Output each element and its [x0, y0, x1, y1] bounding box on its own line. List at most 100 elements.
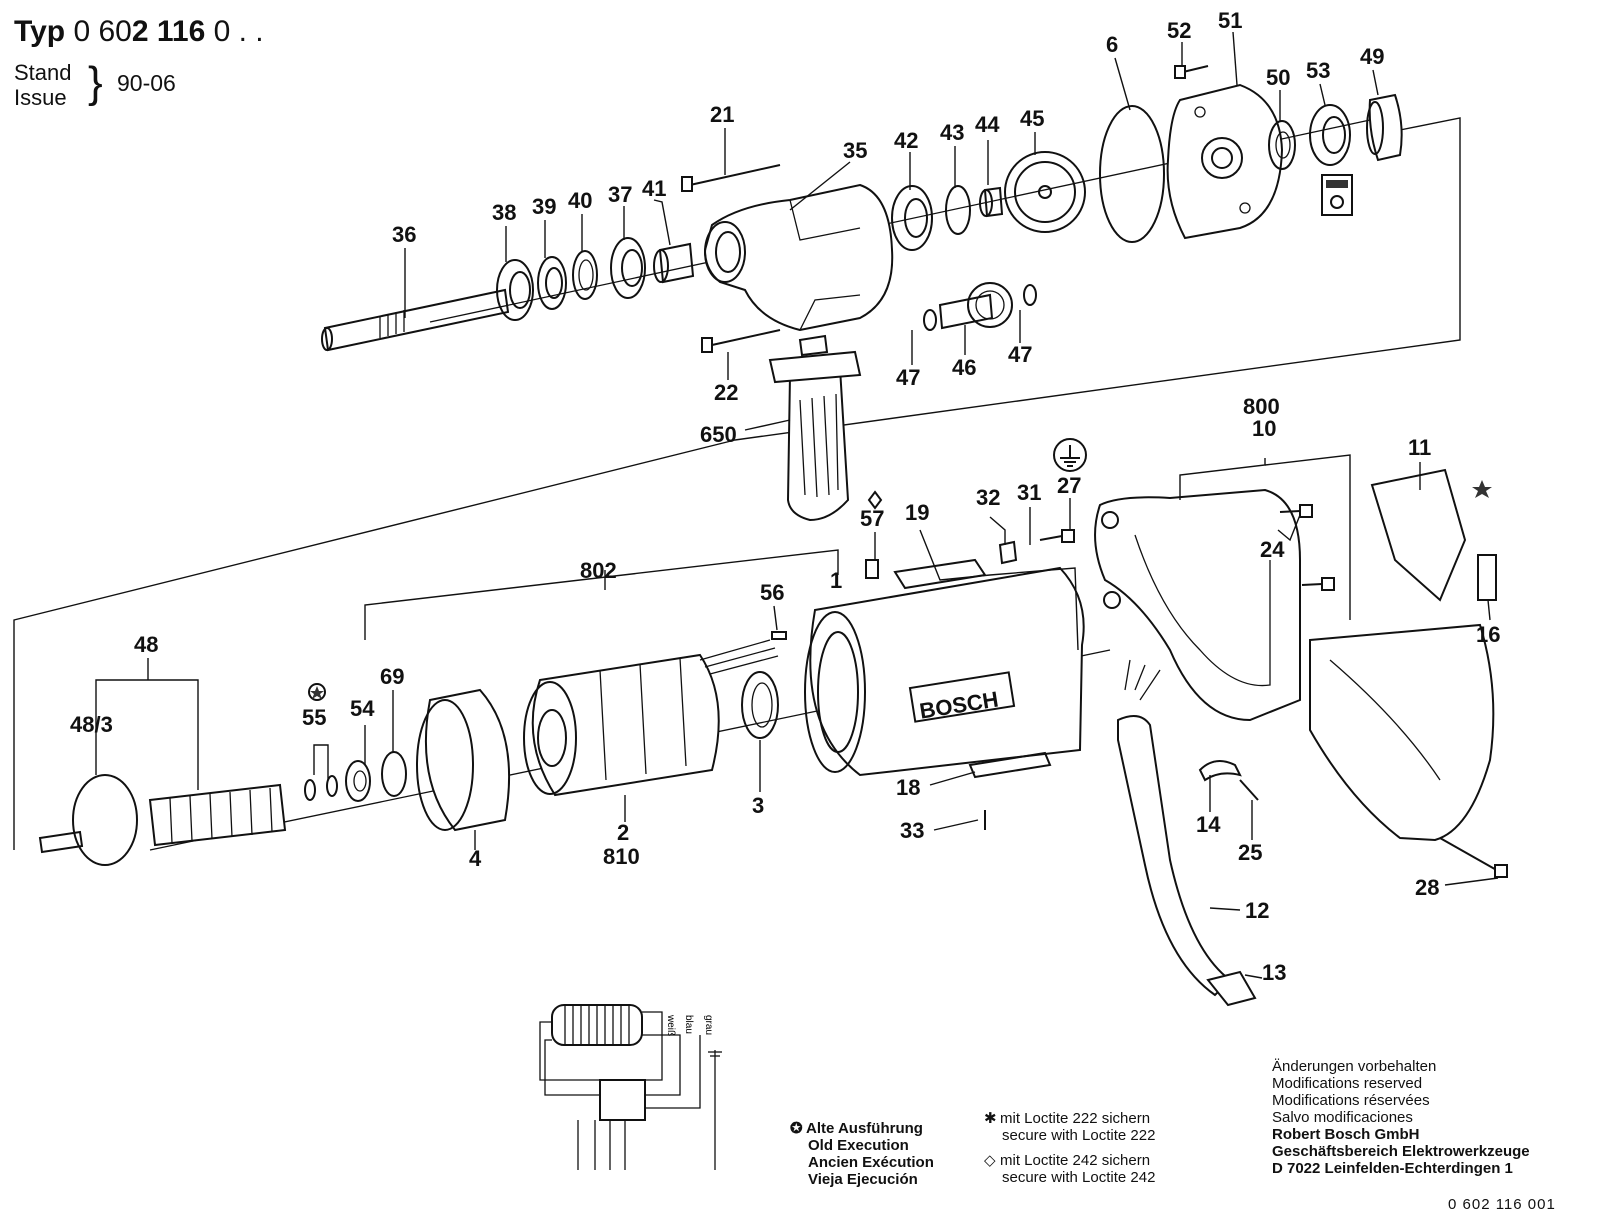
- label-800: 800: [1243, 394, 1280, 419]
- diamond-icon-57: [867, 490, 883, 510]
- screw-24a: [1279, 504, 1313, 518]
- company-name: Robert Bosch GmbH: [1272, 1126, 1420, 1143]
- clamp-14: [1198, 760, 1242, 782]
- label-650: 650: [700, 422, 737, 447]
- label-4: 4: [469, 846, 482, 871]
- old-execution-icon: ✪: [790, 1120, 803, 1137]
- side-handle: [768, 334, 862, 522]
- label-2: 2: [617, 820, 629, 845]
- pin-56: [771, 631, 787, 640]
- company-division: Geschäftsbereich Elektrowerkzeuge: [1272, 1143, 1530, 1160]
- typ-bold: 2 116: [131, 15, 206, 48]
- label-48: 48: [134, 632, 158, 657]
- stand-label: Stand: [14, 60, 72, 85]
- frame-left: [13, 439, 736, 850]
- brace-icon: }: [88, 58, 103, 107]
- capacitor-16: [1477, 554, 1497, 601]
- ring-69: [381, 751, 407, 797]
- sleeve-41: [653, 242, 695, 284]
- bearing-39: [537, 256, 567, 310]
- power-cable: [1117, 659, 1257, 1007]
- gear-shaft-46: [938, 282, 1013, 330]
- label-36: 36: [392, 222, 416, 247]
- bearing-54: [345, 760, 371, 802]
- star-icon: ✱: [984, 1110, 997, 1127]
- label-69: 69: [380, 664, 404, 689]
- label-46: 46: [952, 355, 976, 380]
- frame-upper: [734, 117, 1461, 441]
- handle-housing-right: [1309, 623, 1495, 842]
- gear-cover: [1166, 83, 1284, 240]
- stator: [523, 639, 779, 797]
- screw-22: [701, 329, 781, 353]
- label-22: 22: [714, 380, 738, 405]
- gear-housing: [703, 183, 894, 332]
- screw-52: [1174, 65, 1209, 79]
- issue-date: 90-06: [117, 70, 176, 96]
- label-52: 52: [1167, 18, 1191, 43]
- bushing-44: [979, 186, 1004, 218]
- bearing-38: [496, 259, 534, 321]
- label-50: 50: [1266, 65, 1290, 90]
- label-55: 55: [302, 705, 326, 730]
- gear-45: [1004, 151, 1086, 233]
- label-25: 25: [1238, 840, 1262, 865]
- label-6: 6: [1106, 32, 1118, 57]
- armature: [38, 774, 287, 866]
- label-11: 11: [1408, 435, 1431, 460]
- label-51: 51: [1218, 8, 1242, 33]
- legend-loctite-242: ◇mit Loctite 242 sichern secure with Loc…: [984, 1152, 1155, 1186]
- label-31: 31: [1017, 480, 1041, 505]
- label-42: 42: [894, 128, 918, 153]
- label-24: 24: [1260, 537, 1285, 562]
- label-19: 19: [905, 500, 929, 525]
- leader-lines: [95, 31, 1499, 979]
- label-1: 1: [830, 568, 842, 593]
- label-49: 49: [1360, 44, 1384, 69]
- label-38: 38: [492, 200, 516, 225]
- legend-222-de: mit Loctite 222 sichern: [1000, 1110, 1151, 1127]
- typ-label: Typ: [14, 15, 66, 48]
- handle-housing-left: [1094, 488, 1301, 722]
- company-block: Änderungen vorbehalten Modifications res…: [1272, 1058, 1530, 1177]
- old-execution-icon-55: [308, 683, 326, 701]
- typ-prefix: 0 60: [73, 15, 132, 48]
- label-13: 13: [1262, 960, 1286, 985]
- diamond-icon: ◇: [984, 1152, 996, 1169]
- ring-55b: [326, 775, 338, 797]
- spindle-part: [321, 288, 510, 352]
- label-39: 39: [532, 194, 556, 219]
- label-35: 35: [843, 138, 867, 163]
- legend-old-en: Old Execution: [808, 1137, 909, 1154]
- oring-6: [1099, 105, 1165, 243]
- label-802: 802: [580, 558, 617, 583]
- label-16: 16: [1476, 622, 1500, 647]
- ring-55a: [304, 779, 316, 801]
- label-37: 37: [608, 182, 632, 207]
- part-note-box: [1321, 174, 1353, 216]
- ring-40: [572, 250, 598, 300]
- label-47-right: 47: [1008, 342, 1032, 367]
- label-3: 3: [752, 793, 764, 818]
- legend-old-es: Vieja Ejecución: [808, 1171, 918, 1188]
- wire-label-weiss: weiß: [665, 1014, 676, 1036]
- mod-en: Modifications reserved: [1272, 1075, 1423, 1092]
- washer-47-left: [923, 309, 937, 331]
- screw-24b: [1301, 577, 1335, 591]
- screw-21: [681, 164, 781, 192]
- legend-242-de: mit Loctite 242 sichern: [1000, 1152, 1151, 1169]
- wire-label-grau: grau: [703, 1015, 714, 1035]
- legend-old-de: Alte Ausführung: [806, 1120, 923, 1137]
- label-28: 28: [1415, 875, 1439, 900]
- bearing-53: [1309, 104, 1351, 166]
- label-57: 57: [860, 506, 884, 531]
- stand-issue: Stand Issue: [14, 60, 72, 110]
- legend-old-execution: ✪Alte Ausführung Old Execution Ancien Ex…: [790, 1120, 934, 1188]
- type-heading: Typ 0 602 116 0 . .: [14, 16, 264, 48]
- bearing-37: [610, 237, 646, 299]
- label-40: 40: [568, 188, 592, 213]
- screw-27: [1039, 529, 1075, 543]
- label-43: 43: [940, 120, 964, 145]
- issue-label: Issue: [14, 85, 67, 110]
